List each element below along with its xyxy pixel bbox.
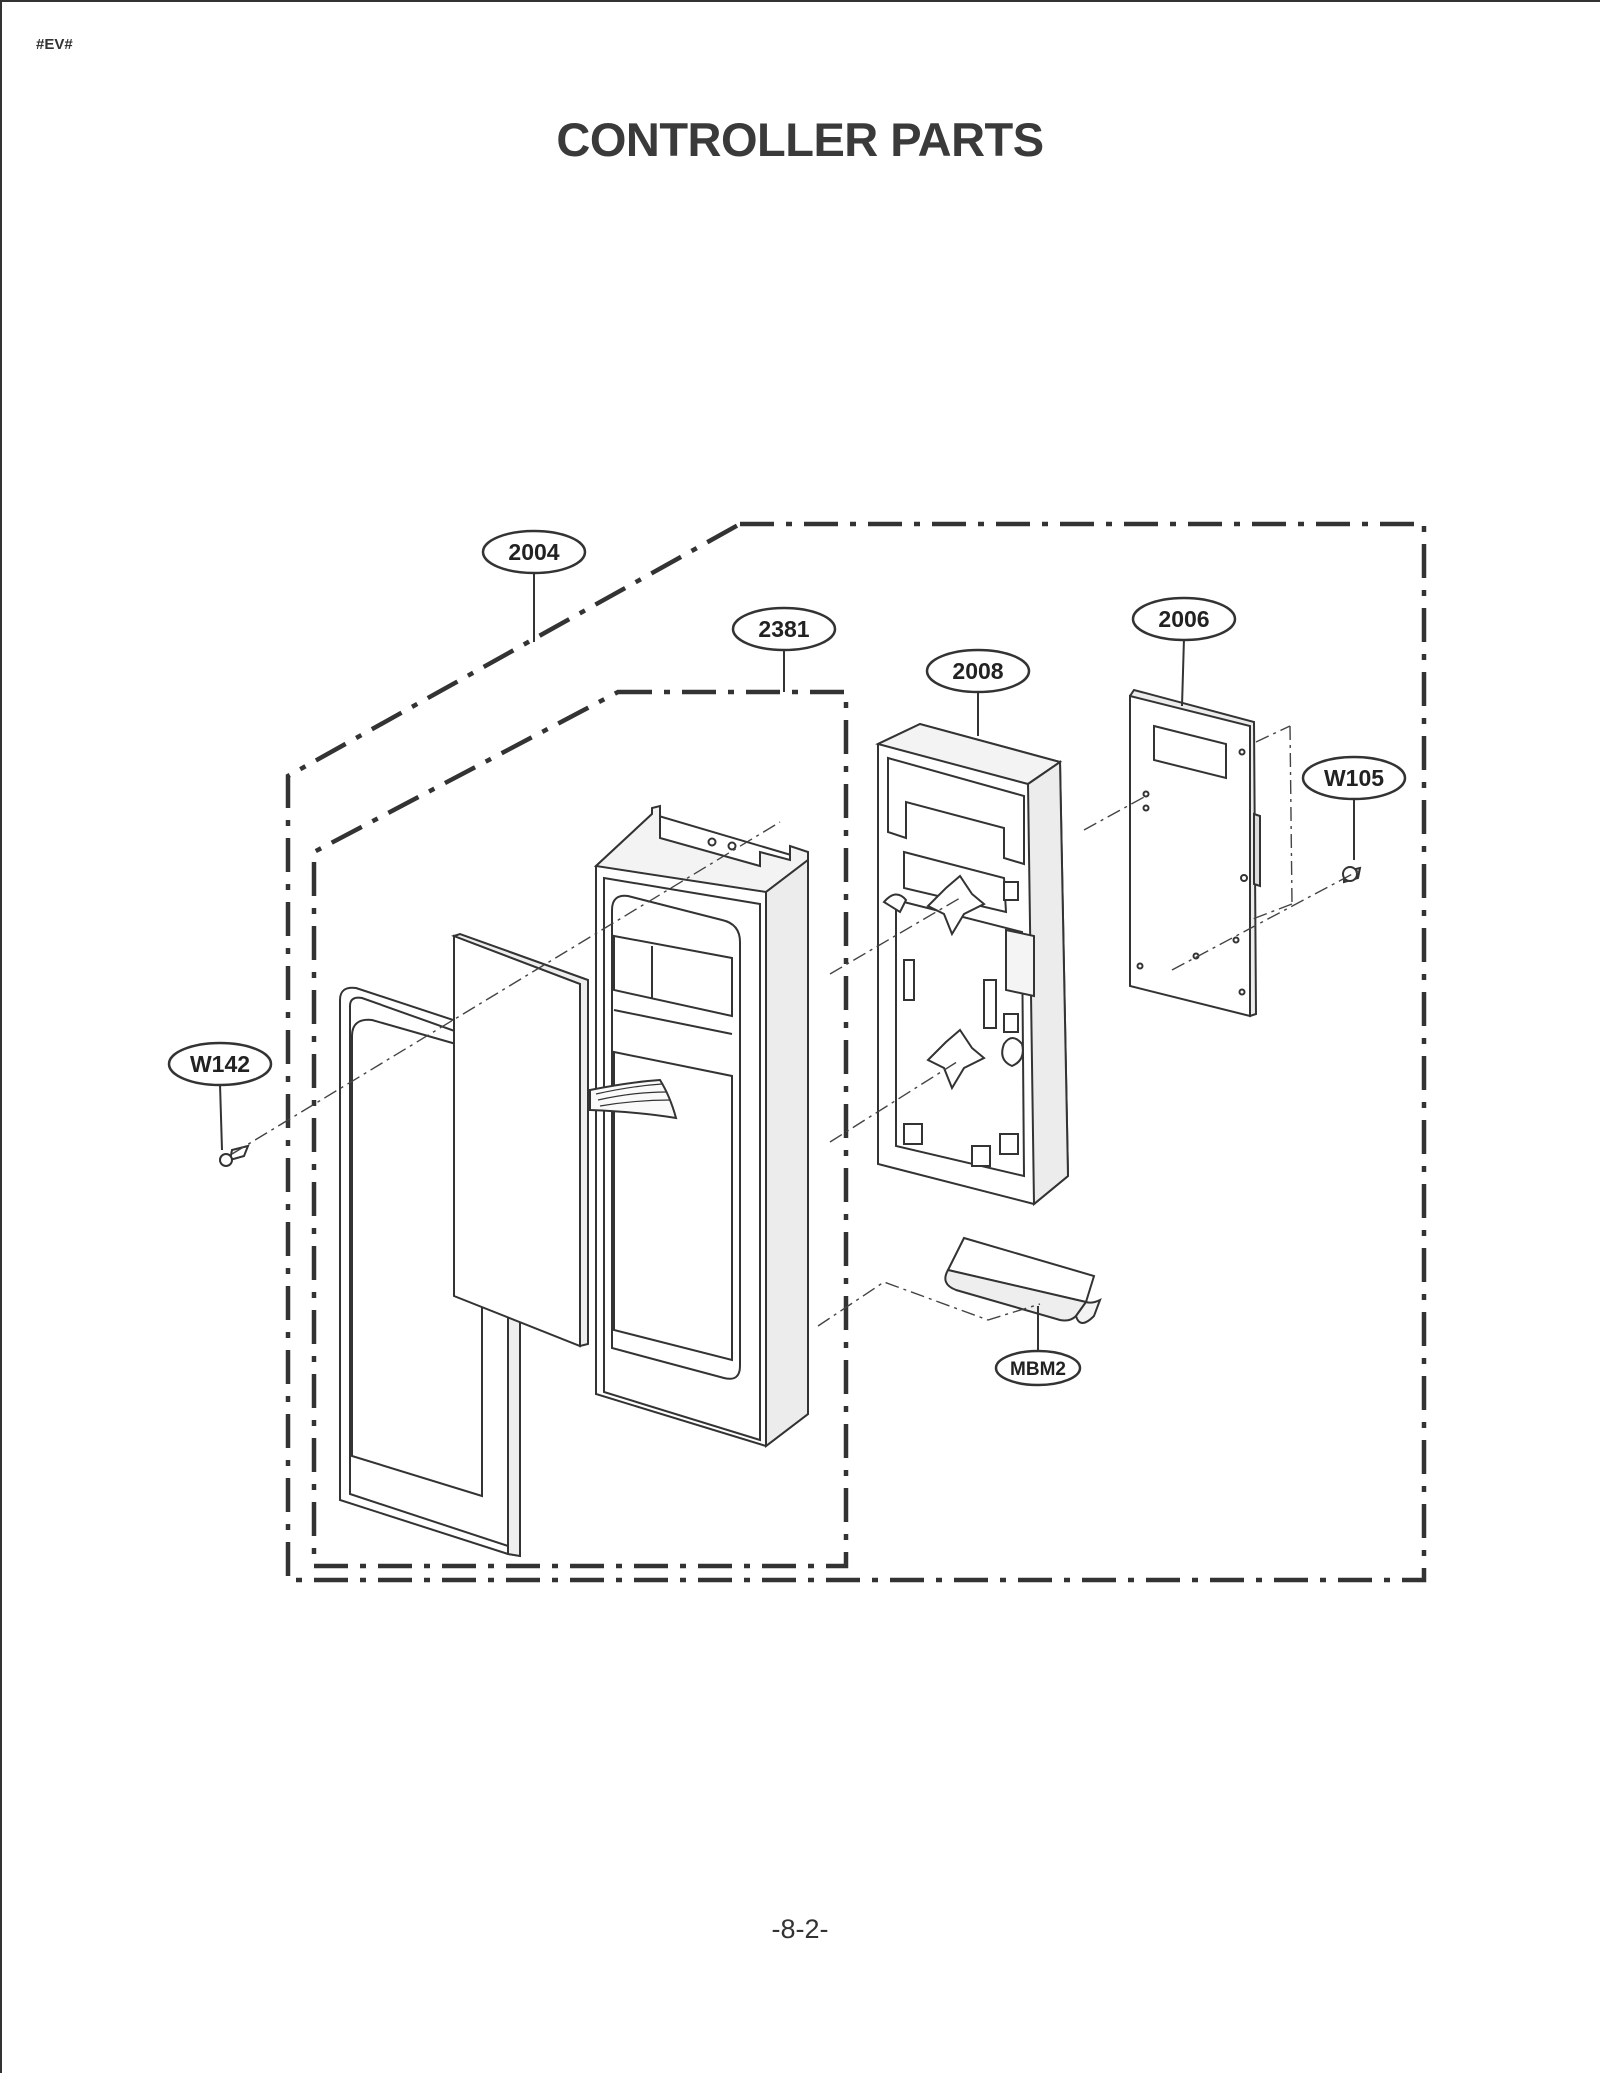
page-code: #EV# (36, 36, 73, 53)
svg-text:2008: 2008 (952, 658, 1003, 684)
callout-w105: W105 (1301, 755, 1407, 801)
callout-2381: 2381 (731, 606, 837, 652)
callout-w142: W142 (167, 1041, 273, 1087)
screw-w105-icon (1342, 866, 1362, 884)
svg-text:W142: W142 (190, 1051, 250, 1077)
callout-2006: 2006 (1131, 596, 1237, 642)
callout-mbm2: MBM2 (994, 1349, 1082, 1387)
pcb-part (1128, 688, 1261, 1018)
page-number: -8-2- (771, 1914, 829, 1944)
clip-part-mbm2 (944, 1236, 1102, 1324)
svg-text:2004: 2004 (508, 539, 559, 565)
callout-2004: 2004 (481, 529, 587, 575)
svg-text:2006: 2006 (1158, 606, 1209, 632)
controller-case-part (589, 804, 809, 1449)
assembly-boundary-2381 (311, 689, 849, 1569)
callout-leaders (219, 572, 1355, 1356)
svg-text:W105: W105 (1324, 765, 1384, 791)
screw-w142-icon (219, 1144, 250, 1167)
svg-text:2381: 2381 (758, 616, 809, 642)
page-title: CONTROLLER PARTS (556, 113, 1044, 166)
assembly-guide-lines (231, 725, 1361, 1327)
assembly-boundary-2004 (285, 521, 1427, 1583)
callout-2008: 2008 (925, 648, 1031, 694)
window-sheet-part (451, 932, 589, 1348)
svg-text:MBM2: MBM2 (1010, 1359, 1066, 1380)
controller-frame-part (875, 722, 1070, 1207)
